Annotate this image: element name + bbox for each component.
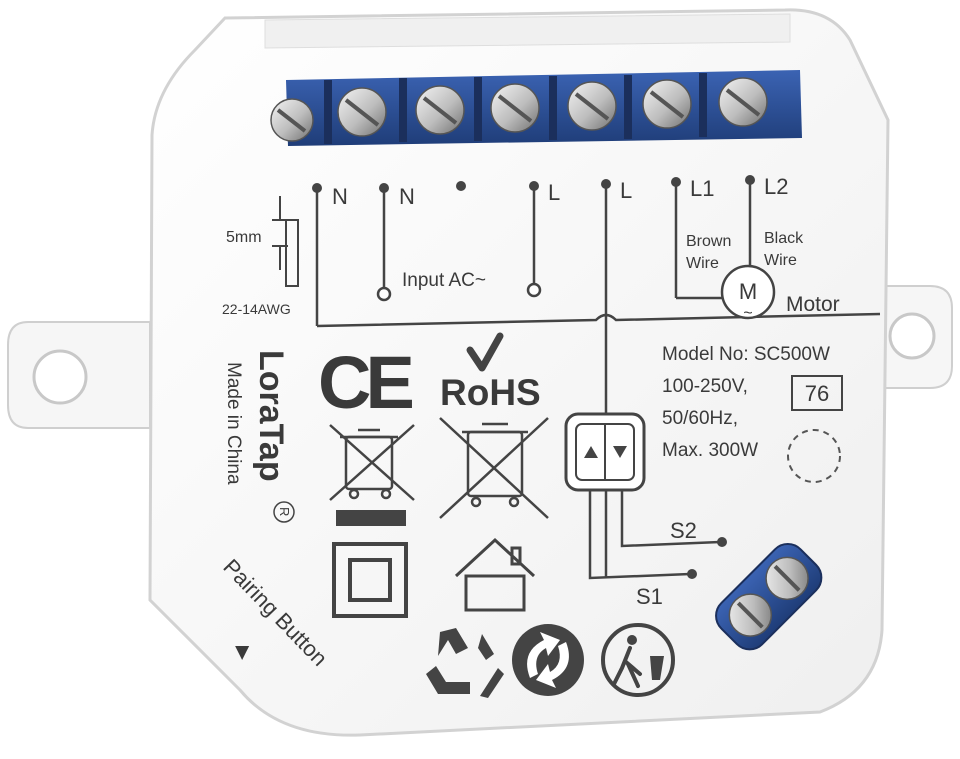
terminal-screw [337,87,387,137]
weee-bar [336,510,406,526]
black-wire-label-line1: Black [764,230,804,247]
up-arrow-icon [584,446,598,458]
mounting-ear-right [869,285,953,389]
terminal-label-n2: N [399,184,415,209]
terminal-screw [490,83,540,133]
max-power: Max. 300W [662,440,758,461]
batch-code: 76 [805,381,829,406]
rohs-mark: RoHS [440,372,541,413]
double-insulation-icon [332,542,408,618]
batch-code-box: 76 [791,375,843,411]
strip-length-gauge [272,196,299,287]
mounting-ear-left [7,321,151,429]
indoor-use-house-icon [454,537,536,612]
black-wire-label-line2: Wire [764,252,797,269]
terminal-label-motor-l1: L1 [690,176,714,201]
brown-wire-label-line2: Wire [686,255,719,272]
wire-gauge-label: 22-14AWG [222,301,291,317]
motor-symbol-letter: M [739,279,757,304]
green-dot-icon [512,624,584,696]
input-terminals [376,282,542,302]
ce-mark: CE [318,341,412,424]
terminal-screw [270,98,314,142]
motor-label: Motor [786,293,840,316]
model-number: Model No: SC500W [662,344,830,365]
weee-bin-icon [329,424,415,501]
terminal-label-l2: L [620,178,632,203]
terminal-screw [567,81,617,131]
motor-symbol-tilde: ~ [743,305,752,322]
recycle-icon [426,628,504,698]
terminal-screw [642,79,692,129]
wall-switch-symbol [564,412,646,492]
strip-length-label: 5mm [226,229,262,246]
qc-dashed-circle [787,429,841,483]
terminal-label-motor-l2: L2 [764,174,788,199]
top-terminal-block [270,70,802,146]
brown-wire-label-line1: Brown [686,233,731,250]
down-arrow-icon [613,446,627,458]
terminal-label-n1: N [332,184,348,209]
made-in-label: Made in China [223,362,244,485]
terminal-labels: N N L L L1 L2 [332,174,788,209]
frequency: 50/60Hz, [662,408,738,429]
voltage-range: 100-250V, [662,376,748,397]
brand-name: LoraTap [252,350,290,482]
switch-terminal-s2-label: S2 [670,518,697,543]
switch-terminal-s1-label: S1 [636,584,663,609]
pairing-button-arrow[interactable]: ▲ [230,640,254,667]
wiring-diagram [315,180,881,580]
input-ac-label: Input AC~ [402,270,486,291]
tidyman-icon [601,623,675,697]
terminal-screw [415,85,465,135]
switch-terminal-block [715,543,823,651]
terminal-screw [718,77,768,127]
checkmark-icon [466,332,504,372]
registered-mark: R [273,501,295,523]
motor-symbol: M ~ [720,264,776,322]
registered-letter: R [277,507,292,516]
terminal-dots [312,175,755,579]
terminal-label-l1: L [548,180,560,205]
weee-bin-icon-secondary [439,417,549,519]
